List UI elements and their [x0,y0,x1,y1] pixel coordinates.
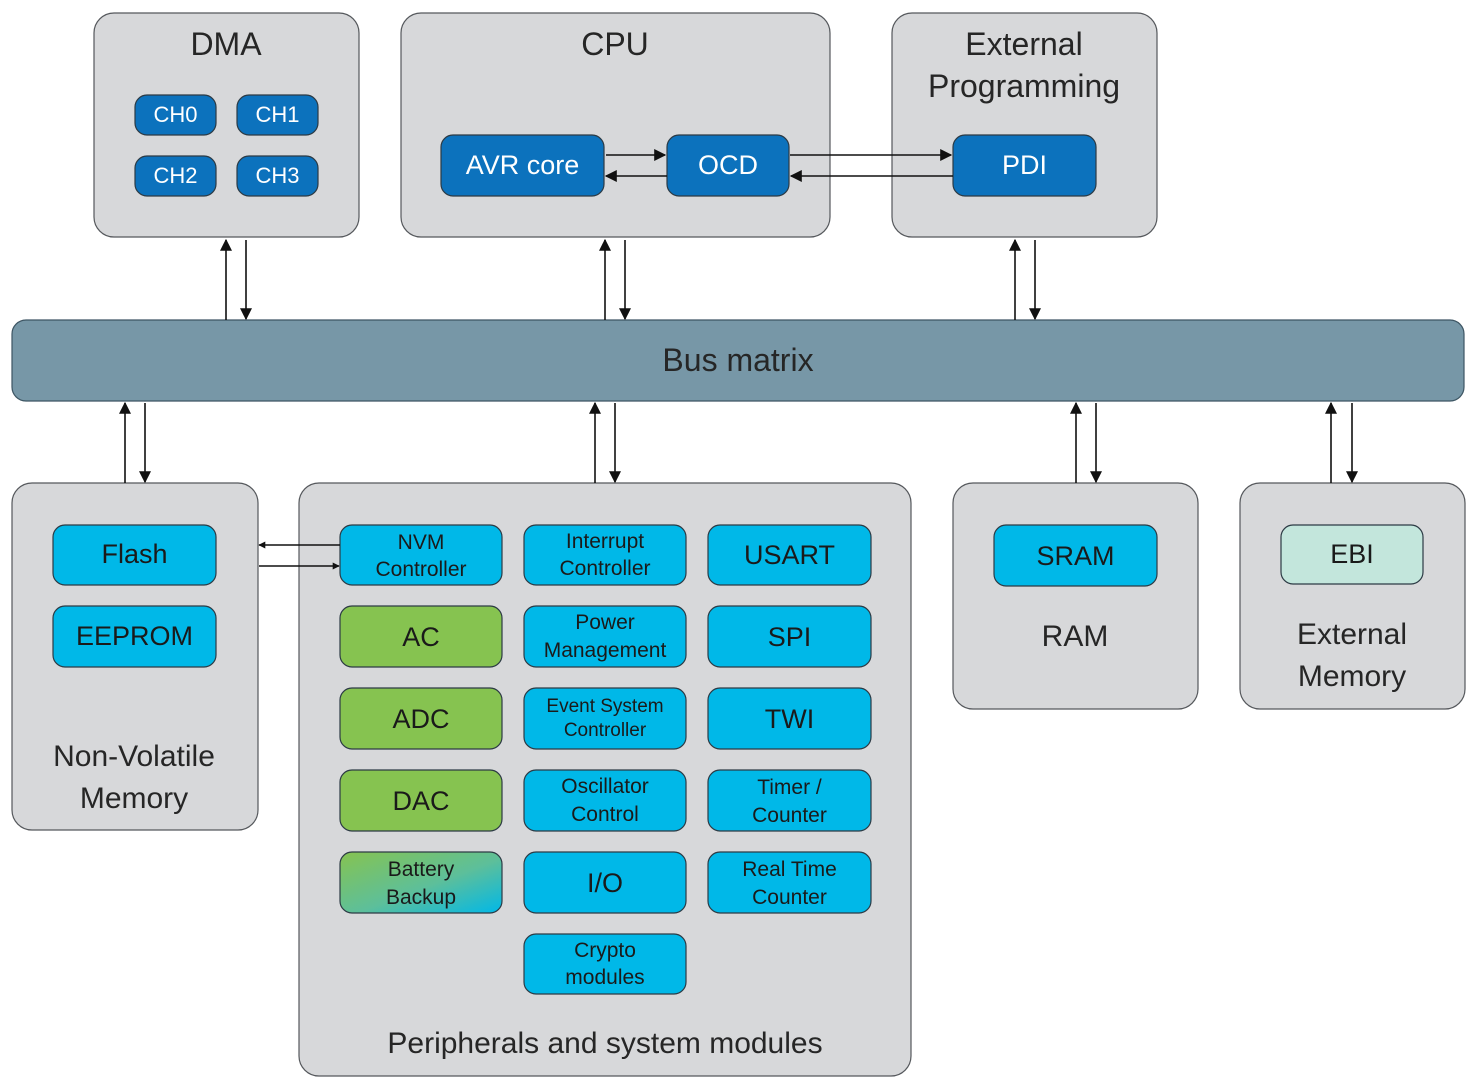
pdi-label: PDI [1002,150,1047,180]
pdi-module: PDI [952,134,1097,197]
external-memory-bus-connector [1325,401,1358,484]
twi-label: TWI [765,704,814,734]
ebi-module: EBI [1280,524,1424,585]
dma-channel-label: CH1 [255,102,299,127]
flash-label: Flash [101,539,167,569]
bus-matrix: Bus matrix [11,319,1465,402]
nvm-title-line2: Memory [80,782,188,815]
timer-counter-module: Timer / Counter [707,769,872,832]
timer-counter-label-line1: Timer / [757,776,822,799]
spi-label: SPI [768,622,812,652]
io-module: I/O [523,851,687,914]
interrupt-controller-label-line2: Controller [559,557,650,580]
bus-matrix-label: Bus matrix [662,342,813,378]
spi-module: SPI [707,605,872,668]
ebi-label: EBI [1330,539,1374,569]
eeprom-label: EEPROM [76,621,193,651]
battery-backup-label-line2: Backup [386,886,456,909]
flash-module: Flash [52,524,217,586]
eeprom-module: EEPROM [52,605,217,668]
nvm-bus-connector [119,401,151,484]
power-management-label-line2: Management [544,639,667,662]
ram-bus-connector [1070,401,1102,484]
dma-channel-ch2: CH2 [134,155,217,197]
nvm-controller-memory-connector [258,541,340,570]
interrupt-controller-label-line1: Interrupt [566,530,644,553]
peripherals-title: Peripherals and system modules [387,1027,822,1060]
dma-title: DMA [190,26,262,62]
ocd-pdi-connector [789,149,953,182]
event-system-controller-module: Event System Controller [523,687,687,750]
cpu-bus-connector [599,238,631,321]
peripherals-bus-connector [589,401,621,484]
ram-title: RAM [1042,620,1109,653]
dac-module: DAC [339,769,503,832]
dma-channel-ch3: CH3 [236,155,319,197]
adc-module: ADC [339,687,503,750]
adc-label: ADC [392,704,449,734]
event-system-controller-label-line2: Controller [564,720,647,741]
nvm-title-line1: Non-Volatile [53,740,215,773]
dma-channel-ch1: CH1 [236,94,319,136]
real-time-counter-label-line1: Real Time [742,858,837,881]
dma-channel-ch0: CH0 [134,94,217,136]
event-system-controller-label-line1: Event System [546,696,663,717]
usart-module: USART [707,524,872,586]
io-label: I/O [587,868,623,898]
timer-counter-label-line2: Counter [752,804,827,827]
dma-group: DMA [93,12,360,238]
nvm-controller-module: NVM Controller [339,524,503,586]
battery-backup-label-line1: Battery [388,858,455,881]
real-time-counter-label-line2: Counter [752,886,827,909]
ac-label: AC [402,622,440,652]
usart-label: USART [744,540,835,570]
external-programming-bus-connector [1009,238,1041,321]
crypto-modules-module: Crypto modules [523,933,687,995]
twi-module: TWI [707,687,872,750]
nvm-controller-label-line2: Controller [375,558,466,581]
ocd-label: OCD [698,150,758,180]
external-programming-group: External Programming [891,12,1158,238]
dma-channel-label: CH0 [153,102,197,127]
avr-core-module: AVR core [440,134,605,197]
real-time-counter-module: Real Time Counter [707,851,872,914]
dma-channel-label: CH2 [153,163,197,188]
sram-module: SRAM [993,524,1158,587]
sram-label: SRAM [1036,541,1114,571]
crypto-modules-label-line1: Crypto [574,939,636,962]
power-management-label-line1: Power [575,611,635,634]
oscillator-control-label-line2: Control [571,803,639,826]
dma-channel-label: CH3 [255,163,299,188]
dac-label: DAC [392,786,449,816]
external-memory-title-line1: External [1297,618,1407,651]
external-programming-title-line1: External [965,26,1082,62]
power-management-module: Power Management [523,605,687,668]
ocd-module: OCD [666,134,790,197]
ac-module: AC [339,605,503,668]
avr-core-label: AVR core [466,150,580,180]
external-programming-title-line2: Programming [928,68,1120,104]
interrupt-controller-module: Interrupt Controller [523,524,687,586]
dma-bus-connector [220,238,252,321]
crypto-modules-label-line2: modules [565,966,644,989]
oscillator-control-module: Oscillator Control [523,769,687,832]
cpu-title: CPU [581,26,649,62]
external-memory-group: External Memory [1239,482,1466,710]
ram-group: RAM [952,482,1199,710]
battery-backup-module: Battery Backup [339,851,503,914]
avr-ocd-connector [604,149,667,182]
nvm-controller-label-line1: NVM [398,531,445,554]
oscillator-control-label-line1: Oscillator [561,775,649,798]
cpu-group: CPU [400,12,831,238]
external-memory-title-line2: Memory [1298,660,1406,693]
